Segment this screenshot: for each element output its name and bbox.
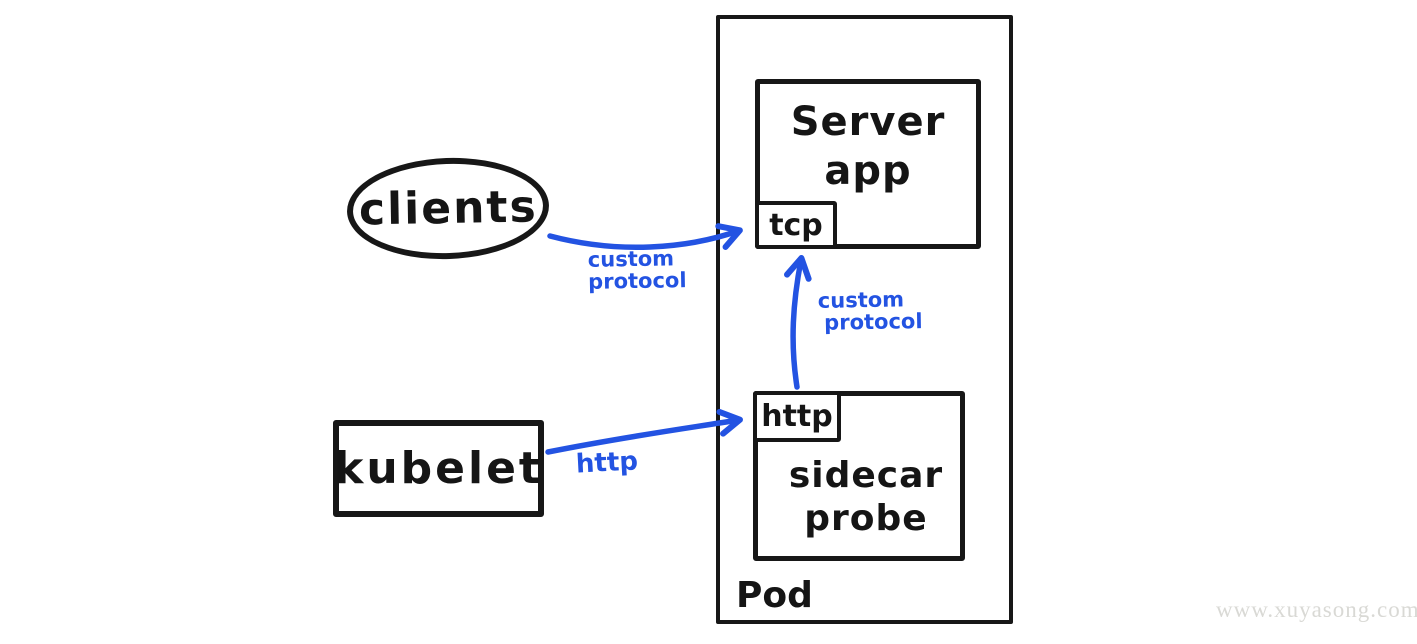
tcp-port-label: tcp [769, 207, 823, 243]
clients-arrow-protocol-label-line2: protocol [587, 267, 687, 294]
kubelet-node: kubelet [333, 420, 544, 517]
clients-to-tcp-arrow [547, 223, 743, 251]
server-app-label-line1: Server [790, 99, 946, 145]
sidecar-arrow-protocol-label: custom protocol [818, 287, 923, 335]
sidecar-probe-label-line2: probe [804, 498, 928, 540]
kubelet-arrow-http-label: http [575, 446, 639, 480]
sidecar-probe-label: sidecar probe [758, 454, 960, 540]
sidecar-arrow-protocol-label-line2: protocol [823, 308, 923, 335]
tcp-port-box: tcp [755, 201, 837, 249]
server-app-label-line2: app [824, 147, 912, 194]
http-port-label: http [761, 399, 833, 434]
clients-arrow-protocol-label: custom protocol [587, 246, 687, 294]
pod-container: Server app tcp sidecar probe http Pod [716, 15, 1013, 624]
sidecar-probe-label-line1: sidecar [788, 455, 944, 496]
watermark-text: www.xuyasong.com [1216, 597, 1417, 622]
sidecar-probe-node: sidecar probe [753, 391, 965, 561]
clients-node: clients [345, 154, 551, 263]
http-port-box: http [753, 391, 841, 442]
server-app-node: Server app [755, 79, 981, 249]
clients-label: clients [358, 181, 538, 236]
pod-label: Pod [736, 575, 813, 616]
kubelet-label: kubelet [334, 443, 543, 494]
kubelet-to-http-arrow [545, 408, 743, 455]
server-app-label: Server app [760, 98, 976, 196]
